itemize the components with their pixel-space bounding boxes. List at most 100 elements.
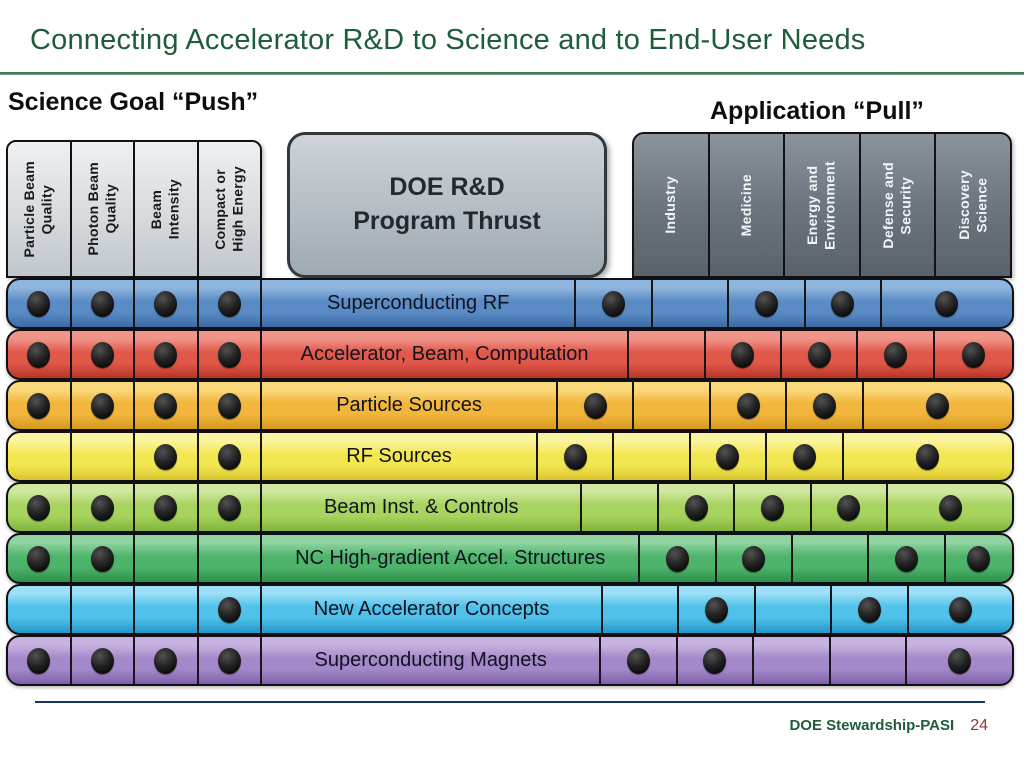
- matrix-cell: [767, 433, 844, 480]
- push-column-label: Beam Intensity: [148, 178, 182, 240]
- row-label-cell: Accelerator, Beam, Computation: [262, 331, 630, 378]
- dot-marker: [217, 392, 241, 419]
- matrix-cell: [199, 586, 262, 633]
- footer-label: DOE Stewardship-PASI: [789, 717, 955, 734]
- matrix-cell: [135, 433, 199, 480]
- matrix-cell: [135, 586, 199, 633]
- matrix-cell: [629, 331, 706, 378]
- dot-marker: [217, 341, 241, 368]
- dot-marker: [90, 494, 114, 521]
- dot-marker: [938, 494, 962, 521]
- dot-marker: [27, 647, 51, 674]
- dot-marker: [792, 443, 816, 470]
- row-label: Superconducting RF: [327, 292, 510, 314]
- matrix-row: Beam Inst. & Controls: [6, 482, 1014, 533]
- matrix-cell: [679, 586, 756, 633]
- matrix-cell: [72, 484, 135, 531]
- row-label: New Accelerator Concepts: [313, 598, 550, 620]
- matrix-cell: [72, 433, 135, 480]
- matrix-cell: [754, 637, 831, 684]
- matrix-cell: [199, 382, 262, 429]
- dot-marker: [916, 443, 940, 470]
- dot-marker: [831, 290, 855, 317]
- row-label: Superconducting Magnets: [314, 649, 547, 671]
- pull-column-header: Medicine: [709, 134, 786, 276]
- dot-marker: [217, 596, 241, 623]
- matrix-row: Superconducting RF: [6, 278, 1014, 329]
- matrix-cell: [72, 637, 135, 684]
- matrix-cell: [831, 637, 907, 684]
- matrix-cell: [135, 484, 199, 531]
- dot-marker: [837, 494, 861, 521]
- dot-marker: [857, 596, 881, 623]
- dot-marker: [217, 494, 241, 521]
- matrix-cell: [634, 382, 711, 429]
- matrix-cell: [8, 280, 72, 327]
- matrix-cell: [8, 382, 72, 429]
- title-divider: [0, 72, 1024, 75]
- dot-marker: [90, 341, 114, 368]
- dot-marker: [684, 494, 708, 521]
- row-label: RF Sources: [346, 445, 452, 467]
- matrix-cell: [614, 433, 691, 480]
- matrix-cell: [8, 586, 72, 633]
- center-header: DOE R&D Program Thrust: [287, 132, 607, 278]
- matrix-cell: [793, 535, 870, 582]
- matrix-cell: [199, 535, 262, 582]
- push-column-header: Beam Intensity: [135, 142, 199, 276]
- dot-marker: [961, 341, 985, 368]
- push-column-header: Compact or High Energy: [198, 142, 260, 276]
- matrix-cell: [538, 433, 615, 480]
- dot-marker: [812, 392, 836, 419]
- page-title: Connecting Accelerator R&D to Science an…: [30, 24, 866, 56]
- row-label-cell: Superconducting Magnets: [262, 637, 602, 684]
- pull-column-header: Discovery Science: [936, 134, 1010, 276]
- matrix-cell: [659, 484, 736, 531]
- matrix-cell: [8, 433, 72, 480]
- matrix-cell: [582, 484, 659, 531]
- matrix-cell: [640, 535, 717, 582]
- matrix-cell: [199, 433, 262, 480]
- row-label: Beam Inst. & Controls: [323, 496, 519, 518]
- matrix-cell: [601, 637, 678, 684]
- matrix-cell: [888, 484, 1012, 531]
- pull-section-title: Application “Pull”: [710, 97, 924, 125]
- matrix-cell: [729, 280, 806, 327]
- matrix-cell: [787, 382, 864, 429]
- row-label-cell: Superconducting RF: [262, 280, 577, 327]
- matrix-cell: [135, 382, 199, 429]
- matrix-row: Particle Sources: [6, 380, 1014, 431]
- dot-marker: [731, 341, 755, 368]
- pull-column-header: Defense and Security: [860, 134, 937, 276]
- matrix-cell: [756, 586, 833, 633]
- dot-marker: [754, 290, 778, 317]
- matrix-cell: [869, 535, 946, 582]
- dot-marker: [90, 392, 114, 419]
- matrix-row: Accelerator, Beam, Computation: [6, 329, 1014, 380]
- dot-marker: [760, 494, 784, 521]
- dot-marker: [716, 443, 740, 470]
- push-column-header: Photon Beam Quality: [71, 142, 135, 276]
- dot-marker: [703, 647, 727, 674]
- matrix-row: RF Sources: [6, 431, 1014, 482]
- matrix-cell: [558, 382, 635, 429]
- dot-marker: [217, 647, 241, 674]
- row-label: Particle Sources: [336, 394, 482, 416]
- row-label-cell: NC High-gradient Accel. Structures: [262, 535, 641, 582]
- row-label-cell: RF Sources: [262, 433, 539, 480]
- dot-marker: [926, 392, 950, 419]
- dot-marker: [27, 290, 51, 317]
- dot-marker: [665, 545, 689, 572]
- push-column-label: Photon Beam Quality: [84, 162, 119, 256]
- matrix-cell: [935, 331, 1012, 378]
- matrix-cell: [72, 331, 135, 378]
- row-label: Accelerator, Beam, Computation: [300, 343, 589, 365]
- dot-marker: [90, 647, 114, 674]
- matrix-row: New Accelerator Concepts: [6, 584, 1014, 635]
- matrix-cell: [8, 535, 72, 582]
- dot-marker: [90, 290, 114, 317]
- dot-marker: [948, 596, 972, 623]
- matrix-cell: [882, 280, 1012, 327]
- pull-column-label: Discovery Science: [955, 170, 990, 240]
